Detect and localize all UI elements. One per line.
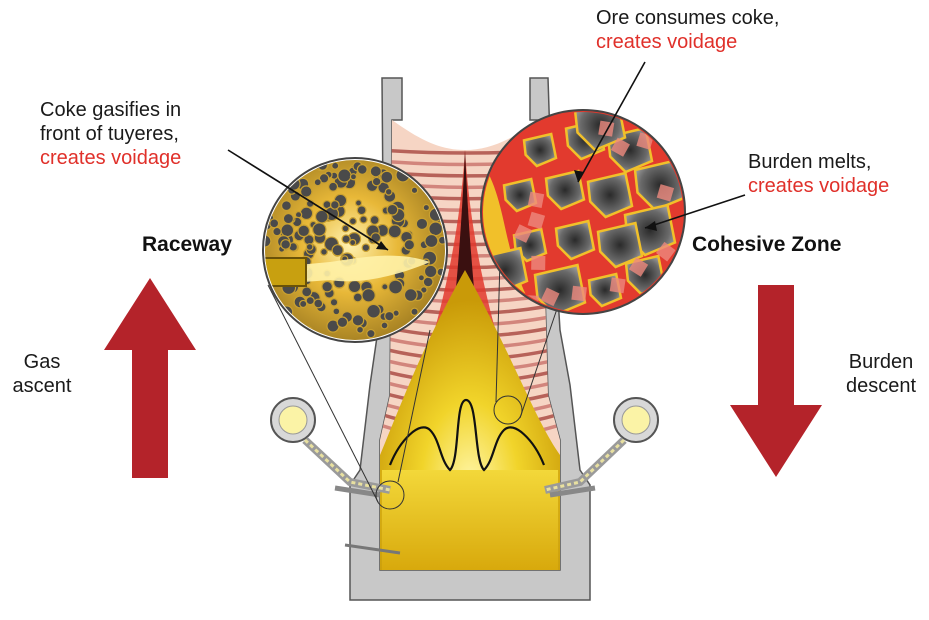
- burden-descent-line2: descent: [838, 374, 924, 398]
- arrow-up-icon: [104, 278, 196, 478]
- burden-descent-line1: Burden: [838, 350, 924, 374]
- ore-label-line2: creates voidage: [596, 30, 779, 54]
- coke-label-line2: front of tuyeres,: [40, 122, 181, 146]
- burden-melts-annotation: Burden melts, creates voidage: [748, 150, 889, 198]
- coke-label-line1: Coke gasifies in: [40, 98, 181, 122]
- coke-annotation: Coke gasifies in front of tuyeres, creat…: [40, 98, 181, 170]
- burden-melts-line1: Burden melts,: [748, 150, 889, 174]
- ore-annotation: Ore consumes coke, creates voidage: [596, 6, 779, 54]
- gas-ascent-line2: ascent: [10, 374, 74, 398]
- cohesive-zone-label: Cohesive Zone: [692, 233, 841, 257]
- burden-descent-label: Burden descent: [838, 350, 924, 398]
- gas-ascent-line1: Gas: [10, 350, 74, 374]
- coke-label-line3: creates voidage: [40, 146, 181, 170]
- arrow-down-icon: [730, 285, 822, 477]
- ore-label-line1: Ore consumes coke,: [596, 6, 779, 30]
- gas-ascent-label: Gas ascent: [10, 350, 74, 398]
- burden-melts-line2: creates voidage: [748, 174, 889, 198]
- raceway-label: Raceway: [142, 233, 232, 257]
